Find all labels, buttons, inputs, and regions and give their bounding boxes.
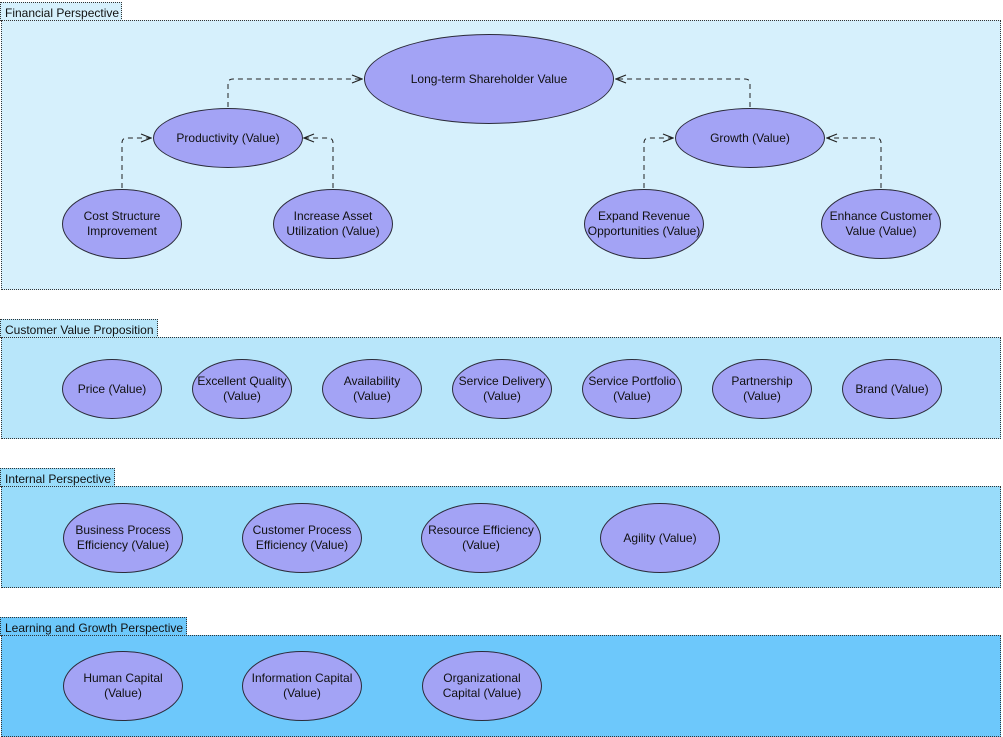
node-excellent-quality[interactable]: Excellent Quality(Value) [192,359,292,419]
node-human-capital[interactable]: Human Capital(Value) [63,651,183,721]
node-resource-efficiency[interactable]: Resource Efficiency(Value) [421,503,541,573]
node-agility[interactable]: Agility (Value) [600,503,720,573]
node-brand[interactable]: Brand (Value) [842,359,942,419]
connector-productivity-to-shareholder [227,79,362,107]
connector-enhance-to-growth [827,138,882,188]
connector-cost-to-productivity [121,138,151,188]
node-productivity[interactable]: Productivity (Value) [153,108,303,168]
connector-asset-to-productivity [304,138,334,188]
node-availability[interactable]: Availability(Value) [322,359,422,419]
connector-revenue-to-growth [643,138,673,188]
node-partnership[interactable]: Partnership(Value) [712,359,812,419]
financial-perspective-label: Financial Perspective [0,2,122,21]
node-growth[interactable]: Growth (Value) [675,108,825,168]
customer-perspective-label: Customer Value Proposition [0,319,158,338]
connector-growth-to-shareholder [616,79,751,107]
node-price[interactable]: Price (Value) [62,359,162,419]
node-long-term-shareholder-value[interactable]: Long-term Shareholder Value [364,34,614,124]
node-service-delivery[interactable]: Service Delivery(Value) [452,359,552,419]
node-service-portfolio[interactable]: Service Portfolio(Value) [582,359,682,419]
node-information-capital[interactable]: Information Capital(Value) [242,651,362,721]
